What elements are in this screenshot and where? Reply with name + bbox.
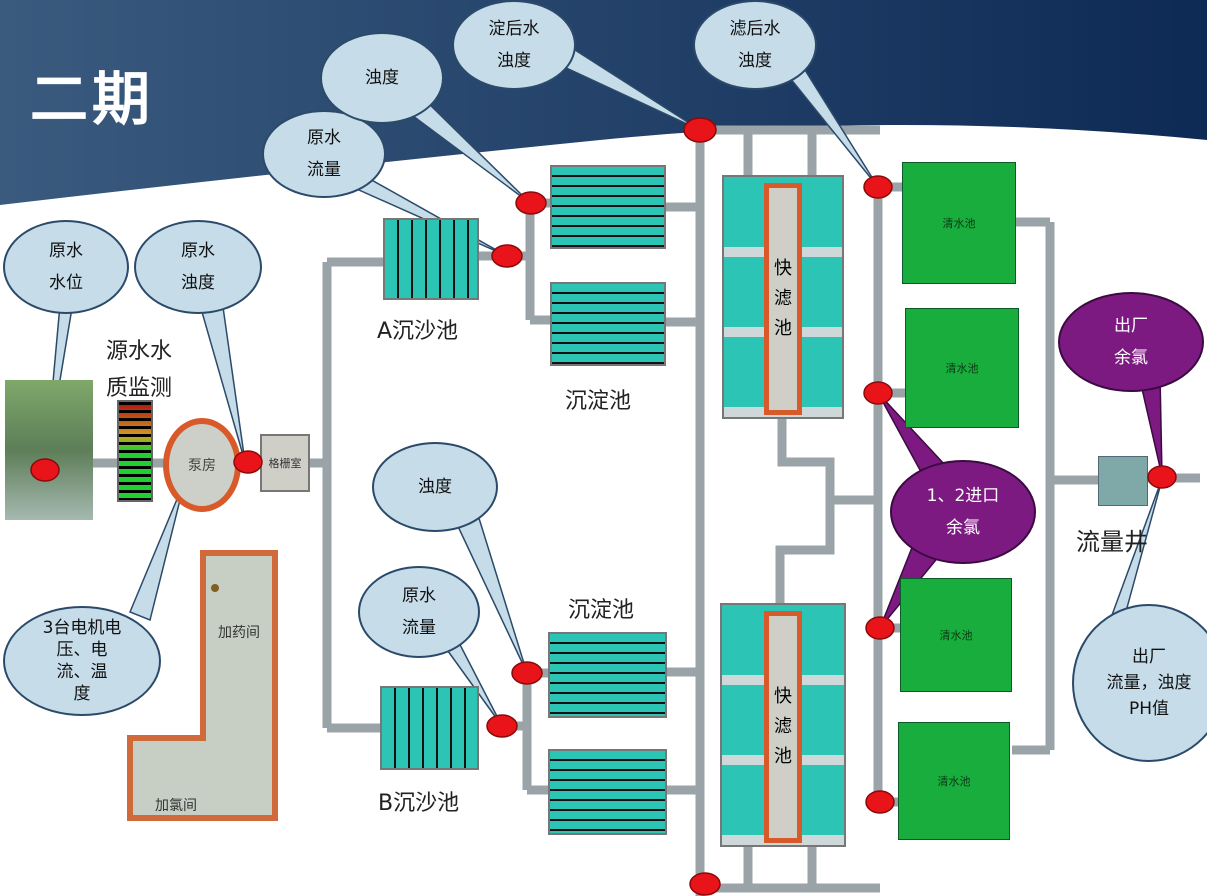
callout-raw-flow-b: 原水流量 (358, 566, 480, 658)
settle-a-label: 沉淀池 (565, 389, 632, 414)
callout-text: 淀后水 (488, 19, 540, 39)
fast-filter-top: 快滤池 (722, 175, 844, 419)
callout-text: 度 (73, 684, 91, 704)
callout-text: PH值 (1128, 699, 1170, 719)
callout-text: 原水 (402, 586, 436, 606)
fast-filter-bottom: 快滤池 (720, 603, 846, 847)
callout-turbidity-b: 浊度 (372, 442, 498, 532)
source-monitor-label-1: 源水水 (106, 339, 173, 364)
callout-text: 水位 (49, 273, 83, 293)
ff-char: 滤 (774, 716, 792, 737)
clear-tank-2: 清水池 (905, 308, 1019, 428)
callout-text: 滤后水 (729, 19, 781, 39)
callout-text: 余氯 (945, 518, 980, 538)
callout-text: 余氯 (1114, 348, 1148, 368)
callout-text: 出厂 (1132, 647, 1166, 667)
ff-char: 池 (774, 746, 792, 767)
callout-inlet-chlorine: 1、2进口余氯 (890, 460, 1036, 564)
chlorine-label: 加氯间 (155, 798, 197, 814)
sand-b-label: B沉沙池 (378, 791, 460, 816)
settle-b-label: 沉淀池 (568, 598, 635, 623)
callout-text: 原水 (307, 128, 341, 148)
clear-tank-3: 清水池 (900, 578, 1012, 692)
settling-tank-b2 (548, 749, 667, 835)
ff-char: 快 (774, 258, 792, 279)
ff-char: 滤 (774, 288, 792, 309)
callout-text: 浊度 (181, 273, 215, 293)
callout-text: 浊度 (497, 51, 531, 71)
callout-outlet-chlorine: 出厂余氯 (1058, 292, 1204, 392)
callout-text: 原水 (49, 241, 83, 261)
fast-filter-label: 快滤池 (764, 611, 802, 843)
callout-raw-turbidity: 原水浊度 (134, 220, 262, 314)
ff-char: 池 (774, 318, 792, 339)
grille-room: 格栅室 (260, 434, 310, 492)
callout-text: 3台电机电 (42, 618, 122, 638)
clear-tank-1: 清水池 (902, 162, 1016, 284)
source-monitor-label-2: 质监测 (106, 376, 173, 401)
callout-text: 浊度 (418, 477, 452, 497)
callout-text: 流量 (307, 160, 341, 180)
callout-post-settle-turbidity: 淀后水浊度 (452, 0, 576, 90)
settling-tank-b1 (548, 632, 667, 718)
callout-turbidity-a: 浊度 (320, 32, 444, 124)
callout-text: 原水 (181, 241, 215, 261)
callout-motors: 3台电机电压、电流、温度 (3, 606, 161, 716)
flow-well-label: 流量井 (1076, 528, 1148, 556)
callout-text: 浊度 (738, 51, 772, 71)
dosing-label: 加药间 (218, 625, 260, 641)
callout-text: 流量，浊度 (1106, 673, 1192, 693)
callout-raw-flow-a: 原水流量 (262, 110, 386, 198)
callout-text: 流、温 (56, 662, 108, 682)
callout-text: 浊度 (365, 68, 399, 88)
quality-meter (117, 400, 153, 502)
callout-text: 压、电 (56, 640, 108, 660)
sand-tank-a (383, 218, 479, 300)
callout-text: 流量 (402, 618, 436, 638)
grille-label: 格栅室 (268, 457, 302, 470)
fast-filter-label: 快滤池 (764, 183, 802, 415)
pump-house: 泵房 (163, 418, 241, 512)
page-title: 二期 (30, 65, 155, 133)
clear-tank-4: 清水池 (898, 722, 1010, 840)
flow-well (1098, 456, 1148, 506)
dosing-building (127, 550, 278, 821)
sand-a-label: A沉沙池 (377, 319, 459, 344)
callout-text: 1、2进口 (926, 486, 1000, 506)
callout-raw-level: 原水水位 (3, 220, 129, 314)
settling-tank-a1 (550, 165, 666, 249)
river-photo (5, 380, 93, 520)
callout-text: 出厂 (1114, 316, 1148, 336)
ff-char: 快 (774, 686, 792, 707)
sand-tank-b (380, 686, 479, 770)
callout-outlet-flow: 出厂流量，浊度 PH值 (1072, 604, 1207, 762)
settling-tank-a2 (550, 282, 666, 366)
callout-post-filter-turbidity: 滤后水浊度 (693, 0, 817, 90)
